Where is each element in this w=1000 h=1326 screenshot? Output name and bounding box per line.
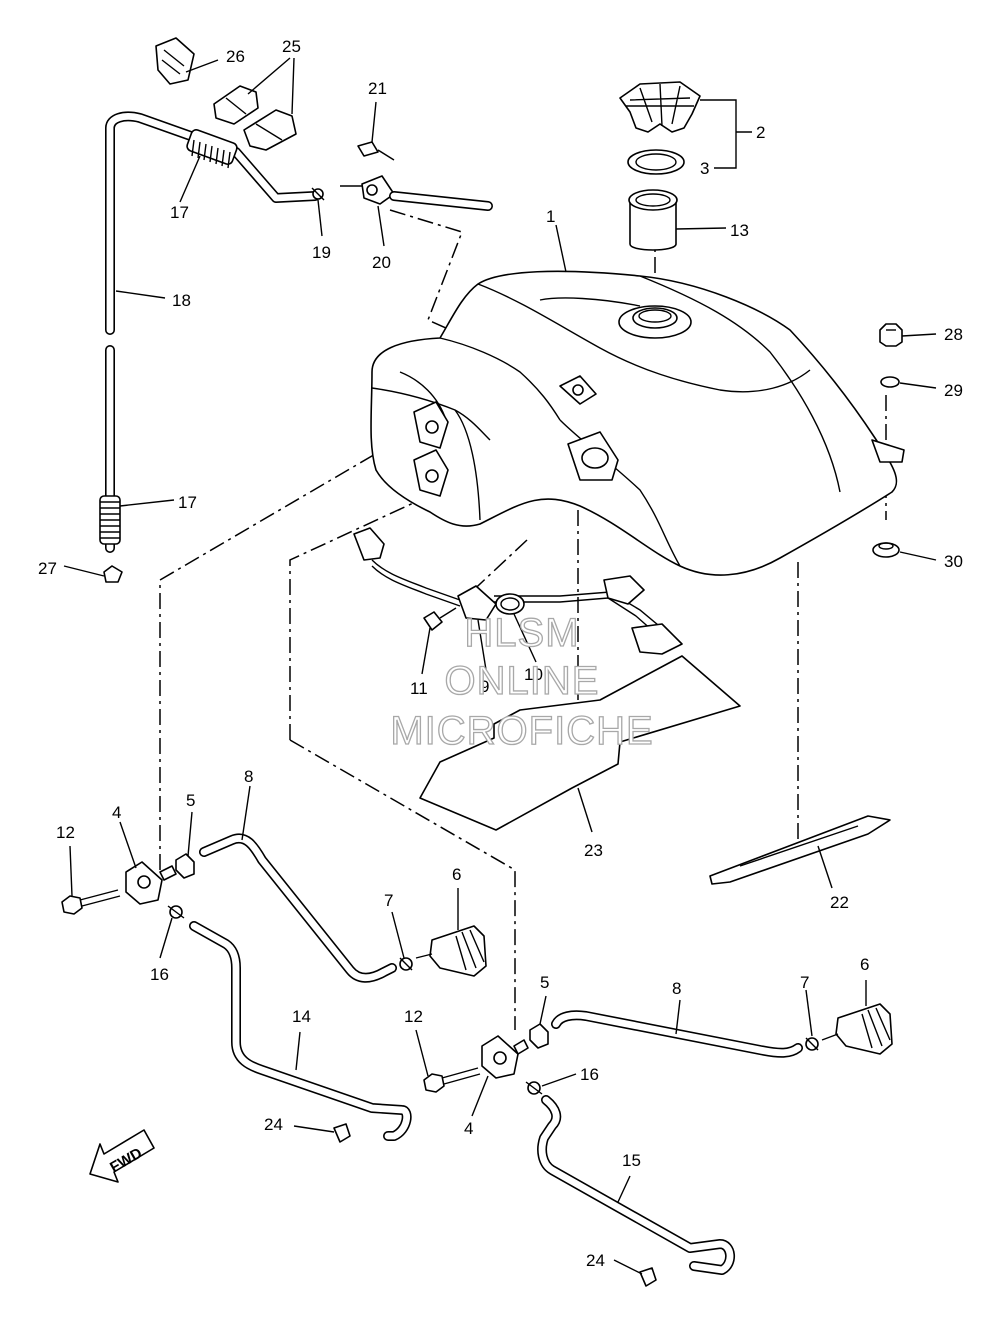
part-label-18: 18 [172, 291, 191, 310]
watermark-line-3: MICROFICHE [390, 709, 653, 753]
fuel-sender-unit [457, 575, 683, 655]
part-label-15: 15 [622, 1151, 641, 1170]
part-label-16-right: 16 [580, 1065, 599, 1084]
fuel-hose-8-left [199, 833, 397, 983]
part-label-13: 13 [730, 221, 749, 240]
hose-joint-5-left [175, 853, 195, 879]
part-label-12-left: 12 [56, 823, 75, 842]
filler-strainer [628, 189, 678, 251]
part-label-29: 29 [944, 381, 963, 400]
damper-30 [872, 542, 900, 558]
watermark-line-2: ONLINE [445, 659, 600, 703]
protector-spring-lower [99, 495, 121, 545]
tank-boss-upper [413, 401, 449, 449]
fuel-cock-4-right [481, 1035, 529, 1079]
fwd-direction-arrow: FWD [89, 1129, 155, 1183]
tank-pump-flange [567, 431, 619, 481]
part-label-5-right: 5 [540, 973, 549, 992]
clip-7-right [805, 1037, 819, 1051]
protector-strip-22 [709, 815, 891, 885]
part-label-26: 26 [226, 47, 245, 66]
part-label-3: 3 [700, 159, 709, 178]
fuel-filter-6-left [415, 925, 487, 977]
clip-16-left [167, 905, 185, 919]
clip-16-right [525, 1081, 543, 1095]
part-label-8-left: 8 [244, 767, 253, 786]
part-label-30: 30 [944, 552, 963, 571]
screw-21 [357, 141, 395, 161]
part-label-20: 20 [372, 253, 391, 272]
watermark: HLSM ONLINE MICROFICHE [390, 610, 654, 753]
fuel-hose-8-right [551, 1010, 803, 1058]
part-label-9: 9 [480, 677, 489, 696]
clip-25-b [243, 109, 297, 151]
hose-clip-19 [311, 187, 325, 201]
part-label-21: 21 [368, 79, 387, 98]
fuel-hose-15 [537, 1095, 735, 1275]
clip-7-left [399, 957, 413, 971]
part-label-7-left: 7 [384, 891, 393, 910]
heat-protector-sheet-23 [419, 655, 741, 831]
part-label-22: 22 [830, 893, 849, 912]
clip-24-right [639, 1267, 657, 1287]
watermark-line-1: HLSM [464, 611, 579, 655]
breather-joint-20 [340, 175, 493, 211]
part-label-25: 25 [282, 37, 301, 56]
screw-11 [423, 607, 457, 631]
hose-joint-5-right [529, 1023, 549, 1049]
part-label-24-right: 24 [586, 1251, 605, 1270]
part-label-6-right: 6 [860, 955, 869, 974]
fuel-filter-6-right [821, 1003, 893, 1055]
tank-boss-lower [413, 449, 449, 497]
part-label-27: 27 [38, 559, 57, 578]
part-label-23: 23 [584, 841, 603, 860]
bolt-12-right [423, 1067, 481, 1093]
washer-29 [880, 376, 900, 388]
o-ring-10 [495, 593, 525, 615]
tank-vent-boss [559, 375, 597, 405]
cap-gasket [627, 149, 685, 175]
fuel-hose-14 [189, 921, 412, 1141]
fuel-cap [619, 81, 701, 133]
leader-lines [63, 57, 937, 1275]
part-label-5-left: 5 [186, 791, 195, 810]
part-label-6-left: 6 [452, 865, 461, 884]
protector-spring-upper [186, 129, 238, 169]
part-label-10: 10 [524, 665, 543, 684]
part-label-8-right: 8 [672, 979, 681, 998]
part-label-12-right: 12 [404, 1007, 423, 1026]
part-label-4-left: 4 [112, 803, 121, 822]
part-label-17-upper: 17 [170, 203, 189, 222]
part-label-17-lower: 17 [178, 493, 197, 512]
part-label-2: 2 [756, 123, 765, 142]
part-label-14: 14 [292, 1007, 311, 1026]
bolt-28 [879, 323, 903, 347]
fuel-tank [370, 270, 905, 576]
part-label-24-left: 24 [264, 1115, 283, 1134]
part-label-19: 19 [312, 243, 331, 262]
part-label-1: 1 [546, 207, 555, 226]
part-label-11: 11 [410, 679, 428, 698]
part-label-7-right: 7 [800, 973, 809, 992]
part-number-labels: 1 2 3 4 4 5 5 6 6 7 7 8 8 9 10 11 12 12 … [38, 37, 963, 1270]
fuel-sender-wire [353, 527, 461, 607]
part-label-4-right: 4 [464, 1119, 473, 1138]
part-label-16-left: 16 [150, 965, 169, 984]
bolt-12-left [61, 889, 121, 915]
hose-clamp-27 [103, 565, 123, 583]
clip-24-left [333, 1123, 351, 1143]
part-label-28: 28 [944, 325, 963, 344]
fuel-cock-4-left [125, 861, 177, 905]
clip-26 [155, 37, 195, 85]
clip-25-a [213, 85, 259, 125]
